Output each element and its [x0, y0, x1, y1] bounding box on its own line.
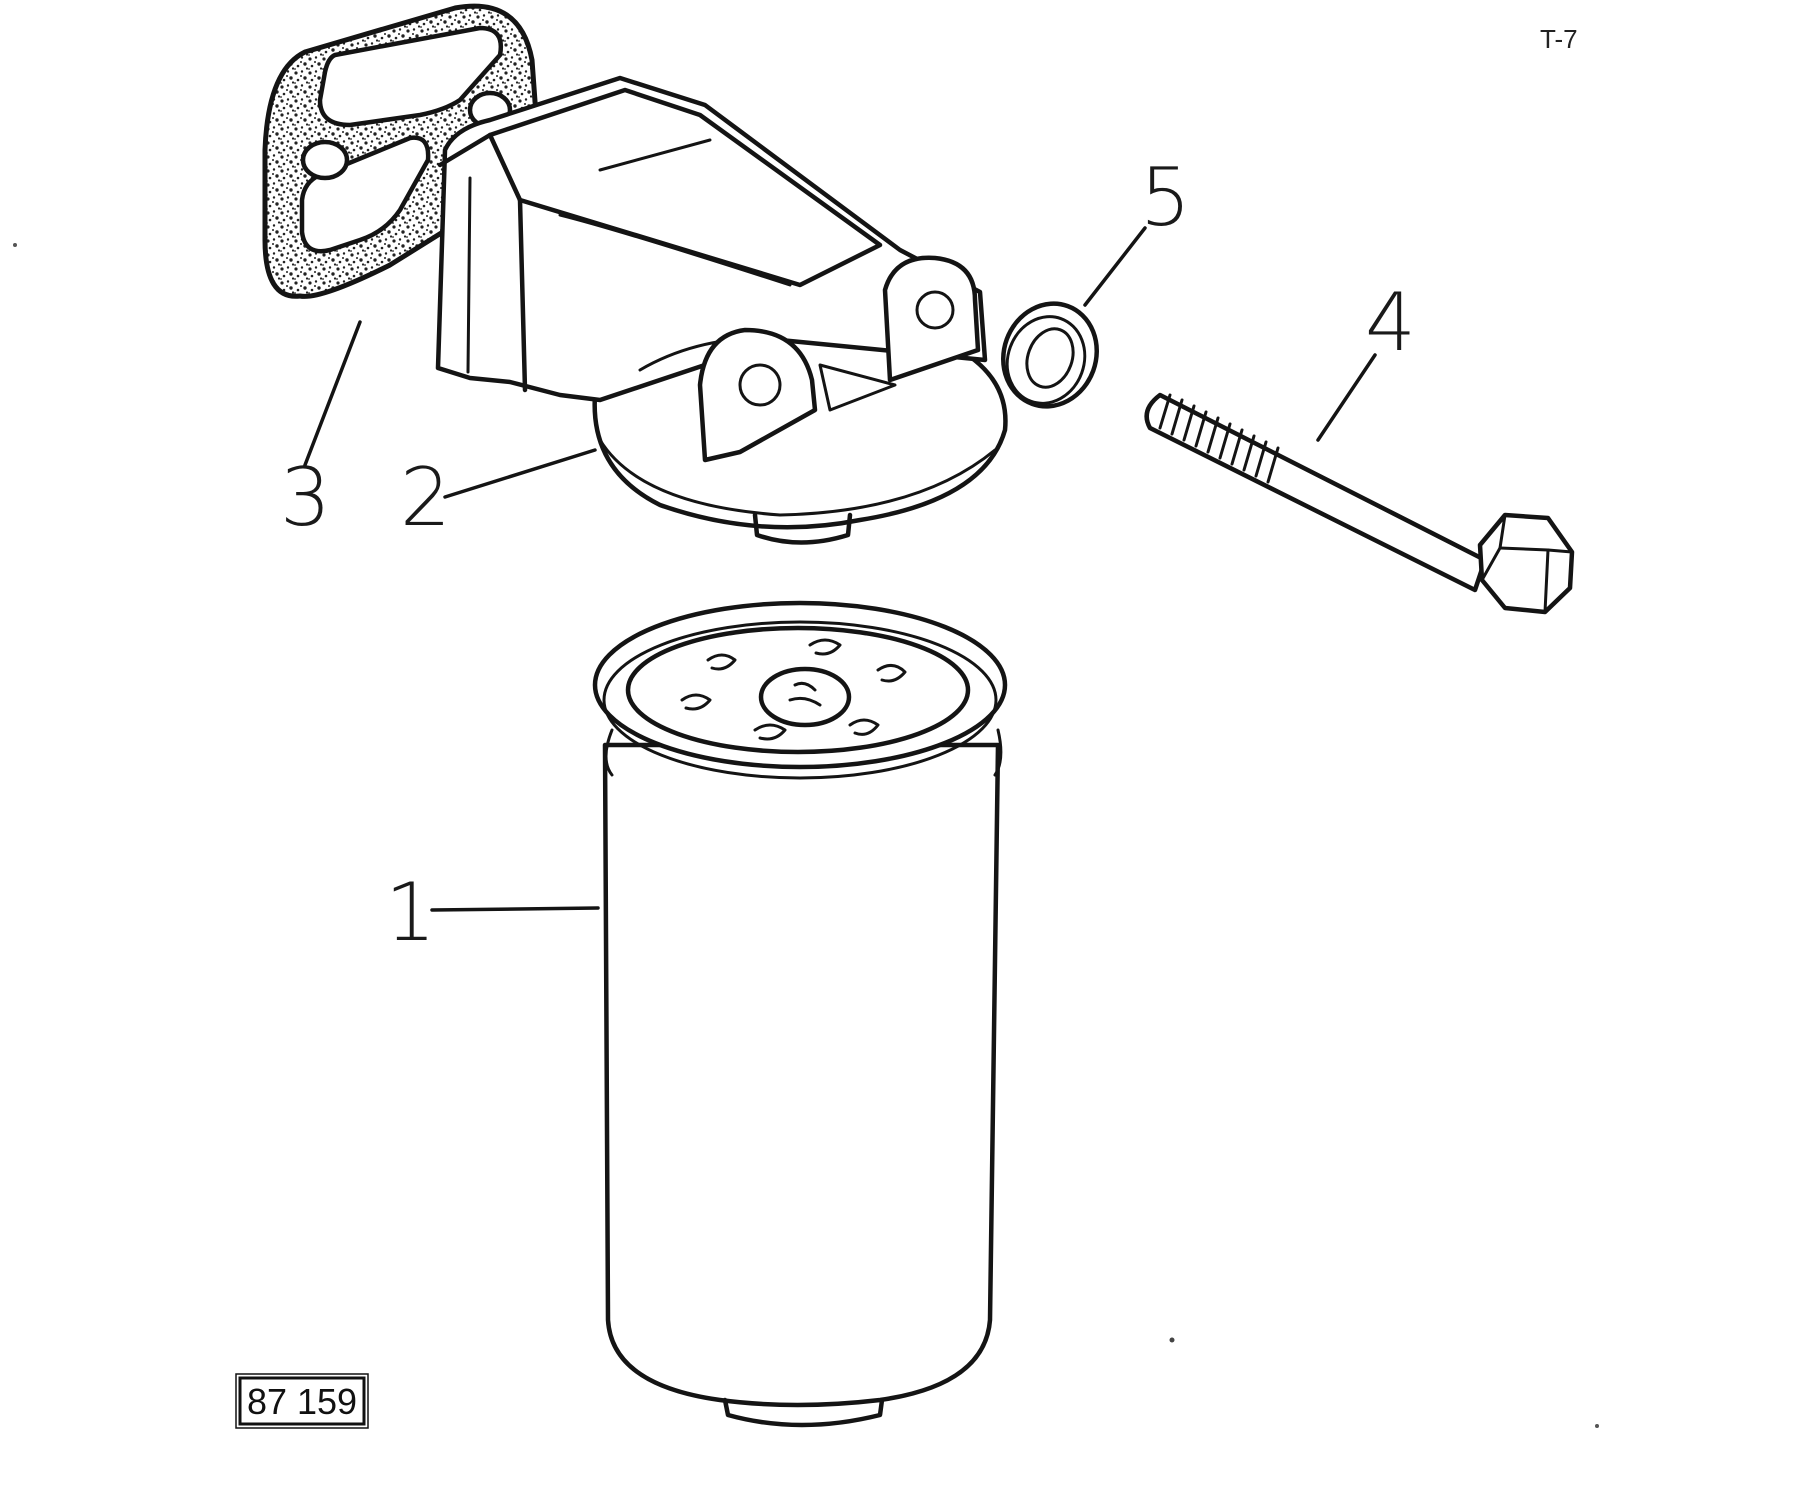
leader-1	[430, 906, 600, 912]
callout-5: 5	[1140, 151, 1191, 244]
filter-head-part-2	[435, 75, 1008, 545]
callout-4: 4	[1365, 276, 1416, 369]
page-reference: T-7	[1540, 24, 1578, 54]
callout-1: 1	[385, 866, 436, 959]
leader-3	[303, 320, 362, 467]
gasket-part-3	[262, 3, 539, 299]
washer-part-5	[1001, 301, 1099, 409]
figure-number: 87 159	[247, 1381, 357, 1422]
callout-leaders	[303, 226, 1377, 912]
leader-5	[1083, 226, 1147, 307]
leader-4	[1316, 353, 1377, 442]
figure-number-box: 87 159	[235, 1373, 369, 1429]
callout-3: 3	[280, 451, 331, 544]
filter-canister-part-1	[592, 600, 1008, 1428]
leader-2	[443, 448, 597, 499]
callout-2: 2	[400, 451, 451, 544]
bolt-part-4	[1144, 392, 1575, 615]
